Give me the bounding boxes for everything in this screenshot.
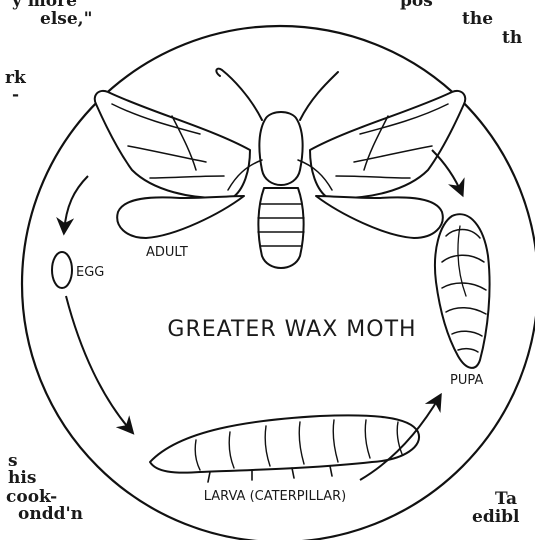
egg-illustration (52, 252, 72, 288)
label-pupa: PUPA (450, 373, 483, 388)
adult-moth-illustration (95, 69, 466, 268)
label-larva: LARVA (CATERPILLAR) (204, 489, 347, 504)
diagram-title: GREATER WAX MOTH (167, 317, 416, 342)
arrow-adult-to-egg (64, 176, 88, 232)
larva-illustration (150, 415, 419, 482)
pupa-illustration (435, 214, 490, 368)
label-adult: ADULT (146, 245, 188, 260)
label-egg: EGG (76, 265, 104, 280)
arrow-egg-to-larva (66, 296, 132, 432)
